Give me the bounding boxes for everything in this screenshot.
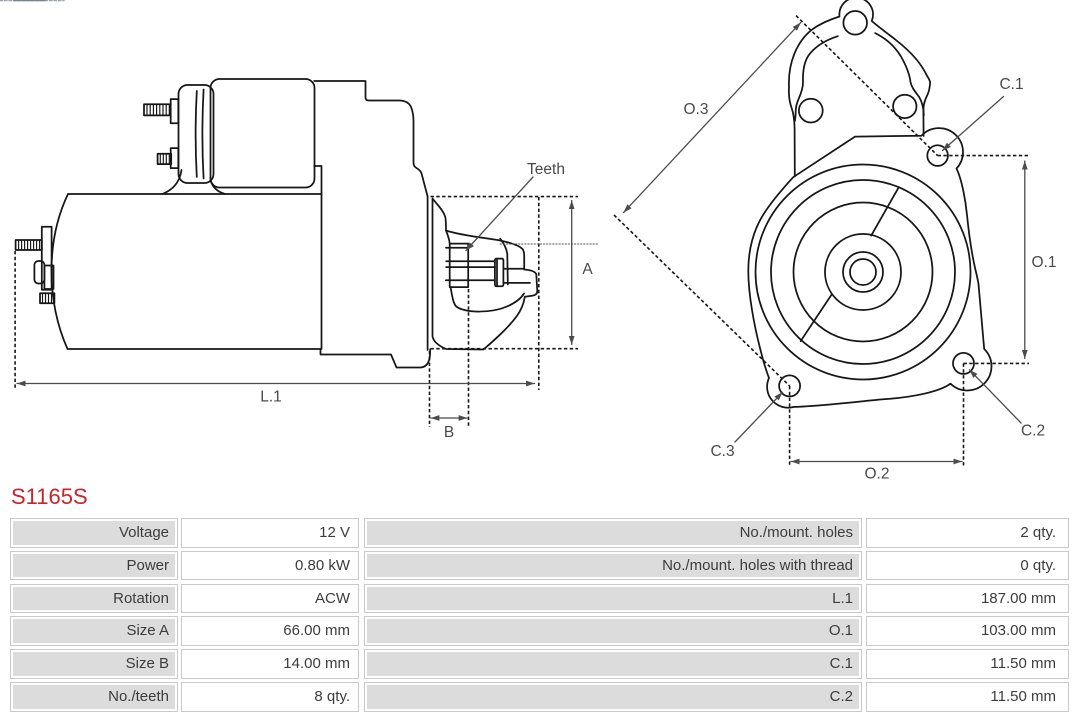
svg-text:C.1: C.1 (999, 76, 1023, 93)
svg-text:L.1: L.1 (260, 389, 282, 406)
svg-text:O.3: O.3 (684, 101, 709, 118)
svg-text:Teeth: Teeth (527, 161, 565, 178)
svg-text:A: A (582, 261, 593, 278)
svg-text:C.3: C.3 (710, 443, 734, 460)
svg-text:O.1: O.1 (1032, 254, 1057, 271)
svg-text:C.2: C.2 (1021, 423, 1045, 440)
svg-text:O.2: O.2 (865, 466, 890, 483)
svg-text:B: B (444, 424, 454, 441)
